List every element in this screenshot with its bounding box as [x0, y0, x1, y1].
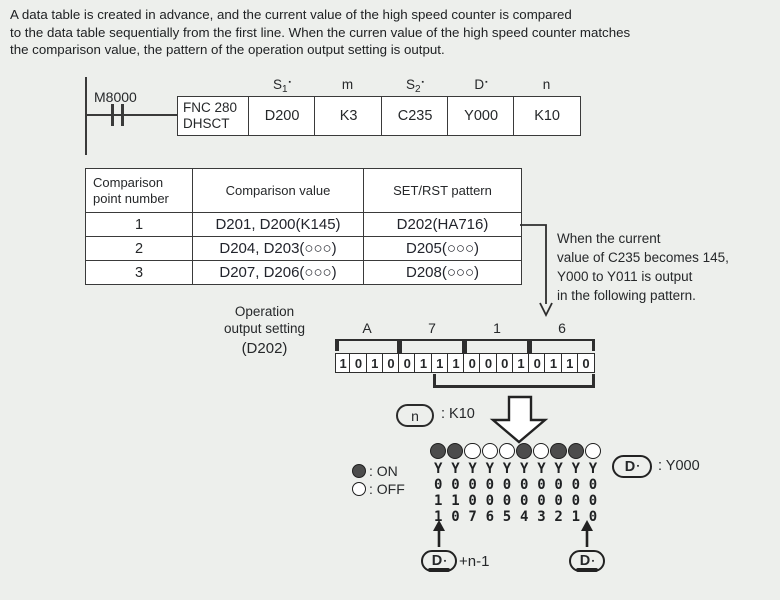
note-text: When the current value of C235 becomes 1…: [557, 231, 729, 303]
d-operand-oval: D▪: [612, 455, 652, 478]
n-operand-oval: n: [396, 404, 434, 427]
legend-on: : ON: [352, 463, 398, 479]
intro-text: A data table is created in advance, and …: [10, 7, 631, 57]
led: [430, 443, 447, 460]
table-row1-pattern: D202(HA716): [364, 213, 521, 237]
led-row: [430, 443, 601, 460]
instruction-cell-d: Y000: [447, 96, 515, 136]
table-row2-value: D204, D203(○○○): [193, 237, 364, 261]
table-row1-value: D201, D200(K145): [193, 213, 364, 237]
led: [533, 443, 550, 460]
pointer-left-suffix: +n-1: [459, 553, 490, 570]
instruction-cell-s1: D200: [248, 96, 316, 136]
ladder-wire: [85, 114, 178, 116]
instruction-cell-fnc: FNC 280 DHSCT: [177, 96, 250, 136]
pointer-left-oval: D▪: [421, 550, 457, 572]
pointer-right-oval: D▪: [569, 550, 605, 572]
comparison-table: Comparison point number Comparison value…: [85, 168, 522, 285]
table-row1-number: 1: [86, 213, 193, 237]
led: [498, 443, 515, 460]
bit-box: 1 0 1 0 0 1 1 1 0 0 0 1 0 1 1 0: [335, 353, 595, 373]
col-header-point-number: Comparison point number: [86, 169, 193, 213]
contact-bar-left: [111, 104, 114, 126]
led: [515, 443, 533, 460]
col-header-setrst-pattern: SET/RST pattern: [364, 169, 521, 213]
hex-digit-1: 1: [493, 320, 501, 336]
operand-header-n: n: [542, 77, 551, 92]
table-row3-number: 3: [86, 261, 193, 284]
legend-off: : OFF: [352, 481, 405, 497]
output-setting-register: (D202): [241, 340, 288, 357]
table-row3-value: D207, D206(○○○): [193, 261, 364, 284]
output-label-row-1: YYYYYYYYYY: [434, 461, 606, 477]
instruction-cell-s2: C235: [381, 96, 449, 136]
instruction-cell-n: K10: [513, 96, 581, 136]
bit-cell: 0: [576, 353, 595, 373]
off-led-icon: [352, 482, 366, 496]
table-row2-number: 2: [86, 237, 193, 261]
bit-cell: 1: [430, 353, 449, 373]
led: [550, 443, 567, 460]
hex-digit-a: A: [362, 320, 372, 336]
ladder-left-rail: [85, 77, 87, 155]
pointer-arrows: [433, 520, 593, 547]
instruction-cell-m: K3: [314, 96, 383, 136]
contact-bar-right: [121, 104, 124, 126]
output-label-row-2: 0000000000: [434, 477, 606, 493]
n-value: : K10: [441, 406, 475, 422]
table-row3-pattern: D208(○○○): [405, 264, 480, 281]
table-row2-pattern: D205(○○○): [364, 237, 521, 261]
hex-digit-6: 6: [558, 320, 566, 336]
down-arrow-icon: [489, 395, 549, 444]
led: [584, 443, 601, 460]
output-label-row-3: 1100000000: [434, 493, 606, 509]
hex-digit-7: 7: [428, 320, 436, 336]
operand-header-s2: S2▪: [405, 77, 425, 95]
led: [567, 443, 584, 460]
contact-label: M8000: [94, 89, 137, 105]
led: [481, 443, 498, 460]
bit-cell: 0: [381, 353, 400, 373]
led: [447, 443, 464, 460]
output-label-row-4: 1076543210: [434, 509, 606, 525]
col-header-comparison-value: Comparison value: [193, 169, 364, 213]
on-led-icon: [352, 464, 366, 478]
nibble-bracket: [335, 339, 595, 354]
d-start-value: : Y000: [658, 458, 700, 474]
instruction-block: FNC 280 DHSCT D200 K3 C235 Y000 K10: [177, 96, 581, 136]
operand-header-d: D▪: [474, 77, 488, 92]
output-setting-label: Operation output setting: [223, 304, 306, 336]
connector-arrow: [520, 224, 553, 318]
operand-header-s1: S1▪: [272, 77, 292, 95]
led: [464, 443, 481, 460]
used-bits-bracket: [433, 374, 595, 388]
bit-cell: 1: [560, 353, 579, 373]
operand-header-m: m: [341, 77, 354, 92]
